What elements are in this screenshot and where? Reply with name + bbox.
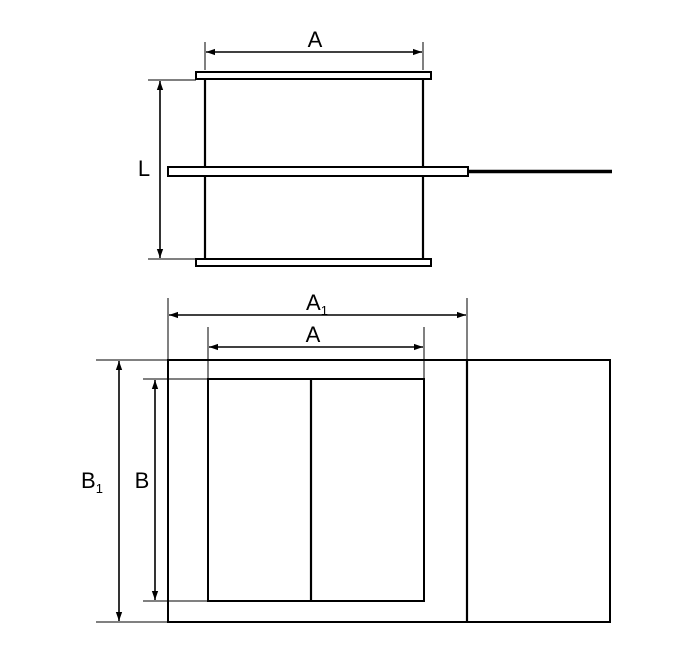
front-view: A1 A B1 B <box>81 290 611 623</box>
dim-label-b1: B1 <box>81 468 103 496</box>
dim-label-b: B <box>135 468 150 493</box>
side-view: A L <box>138 27 612 267</box>
top-flange <box>195 71 432 80</box>
dim-label-a-inner: A <box>306 322 321 347</box>
dim-label-a-top: A <box>308 27 323 52</box>
bottom-flange <box>195 258 432 267</box>
outer-frame <box>167 359 611 623</box>
damper-blade <box>167 166 469 177</box>
dim-label-l: L <box>138 156 150 181</box>
inner-opening <box>207 378 425 602</box>
dim-label-a1: A1 <box>306 290 328 318</box>
